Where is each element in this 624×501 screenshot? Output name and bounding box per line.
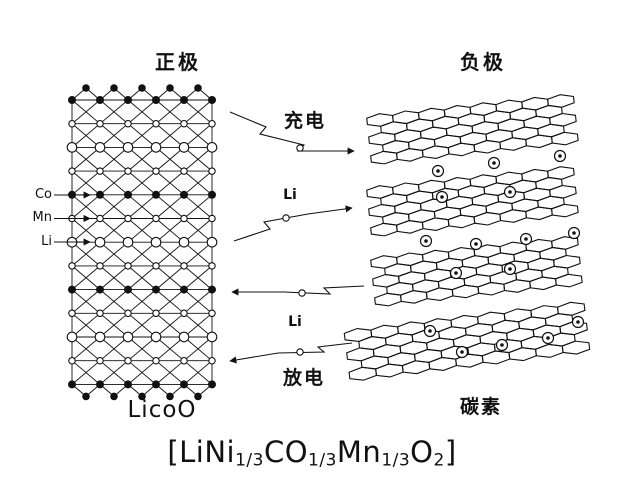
li-layer-label: Li: [41, 234, 52, 249]
li-ion-icon: [431, 164, 445, 178]
formula-subscript: 1/3: [235, 450, 264, 471]
graphene-sheet: [366, 165, 578, 237]
li-ion-icon: [419, 234, 433, 248]
charge-label: 充电: [283, 110, 327, 132]
li-ion-icon: [541, 331, 555, 345]
formula-subscript: 2: [433, 450, 445, 471]
formula-part: Mn: [336, 435, 382, 469]
li-ion-icon: [487, 156, 501, 170]
li-discharge-label: Li: [288, 314, 302, 330]
crystal-lattice: [66, 84, 218, 401]
mn-layer-label: Mn: [32, 210, 52, 225]
li-ion-icon: [449, 266, 463, 280]
formula-part: [LiNi: [167, 435, 236, 469]
graphene-sheets: [344, 93, 590, 382]
layer-pointer-arrows: [54, 191, 91, 246]
formula-part: ]: [444, 435, 457, 469]
li-ion-icon: [455, 345, 469, 359]
formula-part: O: [410, 435, 434, 469]
anode-title: 负极: [460, 50, 506, 74]
cathode-caption: LicoO: [127, 397, 197, 423]
graphene-sheet: [366, 93, 578, 165]
discharge-arrow-bottom: [229, 342, 353, 364]
li-ion-icon: [469, 237, 483, 251]
li-ion-icon: [567, 226, 581, 240]
charge-arrow-top: [229, 111, 355, 155]
li-ions: [419, 149, 585, 359]
formula-subscript: 1/3: [308, 450, 337, 471]
li-ion-icon: [553, 149, 567, 163]
li-ion-icon: [423, 324, 437, 338]
discharge-label: 放电: [282, 367, 326, 389]
li-charge-label: Li: [283, 187, 297, 203]
co-layer-label: Co: [34, 187, 52, 202]
formula-subscript: 1/3: [381, 450, 411, 471]
li-ion-icon: [435, 190, 449, 204]
anode-caption: 碳素: [459, 396, 503, 418]
transfer-arrows: [229, 111, 365, 364]
li-ion-icon: [503, 262, 517, 276]
li-ion-icon: [503, 185, 517, 199]
chemical-formula: [LiNi1/3CO1/3Mn1/3O2]: [167, 435, 457, 471]
graphene-sheet: [370, 235, 582, 307]
li-ion-icon: [571, 315, 585, 329]
charge-arrow-li: [233, 205, 353, 242]
formula-part: CO: [263, 435, 309, 469]
li-ion-icon: [519, 232, 533, 246]
cathode-title: 正极: [155, 50, 201, 74]
li-ion-icon: [495, 338, 509, 352]
discharge-arrow-li: [231, 285, 365, 297]
graphene-sheet: [344, 301, 590, 382]
